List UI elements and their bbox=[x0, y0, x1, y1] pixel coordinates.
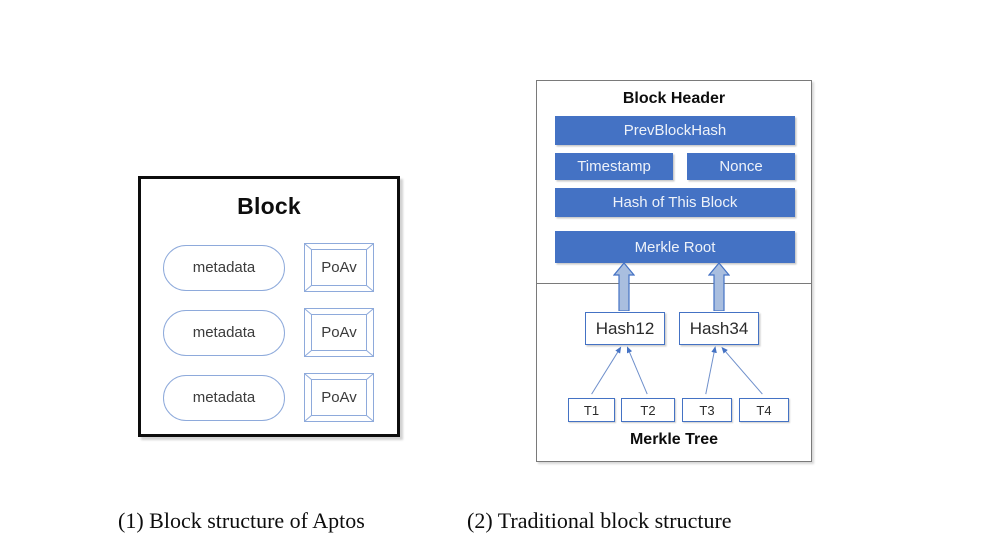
metadata-pill: metadata bbox=[163, 374, 285, 421]
field-timestamp: Timestamp bbox=[555, 153, 673, 180]
field-nonce: Nonce bbox=[687, 153, 795, 180]
merkle-leaf-t2: T2 bbox=[621, 398, 675, 422]
merkle-tree-label: Merkle Tree bbox=[629, 431, 719, 448]
merkle-leaf-t4: T4 bbox=[739, 398, 789, 422]
arrow-up-icon bbox=[708, 263, 730, 311]
section-divider bbox=[537, 283, 811, 284]
block-header-title: Block Header bbox=[622, 90, 726, 107]
caption-left: (1) Block structure of Aptos bbox=[118, 508, 365, 533]
metadata-pill: metadata bbox=[163, 244, 285, 291]
poav-label: PoAv bbox=[311, 314, 367, 351]
aptos-block-container: Block metadata PoAv metadata bbox=[138, 176, 400, 437]
metadata-pill: metadata bbox=[163, 309, 285, 356]
block-row-list: metadata PoAv metadata bbox=[141, 235, 397, 430]
block-row: metadata PoAv bbox=[141, 365, 397, 430]
merkle-node-hash34: Hash34 bbox=[679, 312, 759, 345]
block-row: metadata PoAv bbox=[141, 300, 397, 365]
poav-label: PoAv bbox=[311, 379, 367, 416]
merkle-leaf-t1: T1 bbox=[568, 398, 615, 422]
poav-box: PoAv bbox=[304, 373, 374, 422]
field-prev-block-hash: PrevBlockHash bbox=[555, 116, 795, 145]
poav-label: PoAv bbox=[311, 249, 367, 286]
field-merkle-root: Merkle Root bbox=[555, 231, 795, 263]
caption-right: (2) Traditional block structure bbox=[467, 508, 732, 533]
poav-box: PoAv bbox=[304, 243, 374, 292]
block-row: metadata PoAv bbox=[141, 235, 397, 300]
merkle-leaf-t3: T3 bbox=[682, 398, 732, 422]
merkle-node-hash12: Hash12 bbox=[585, 312, 665, 345]
block-title: Block bbox=[237, 193, 301, 219]
field-hash-of-this-block: Hash of This Block bbox=[555, 188, 795, 217]
arrow-up-icon bbox=[613, 263, 635, 311]
traditional-block-container: Block Header PrevBlockHash Timestamp Non… bbox=[536, 80, 812, 462]
poav-box: PoAv bbox=[304, 308, 374, 357]
